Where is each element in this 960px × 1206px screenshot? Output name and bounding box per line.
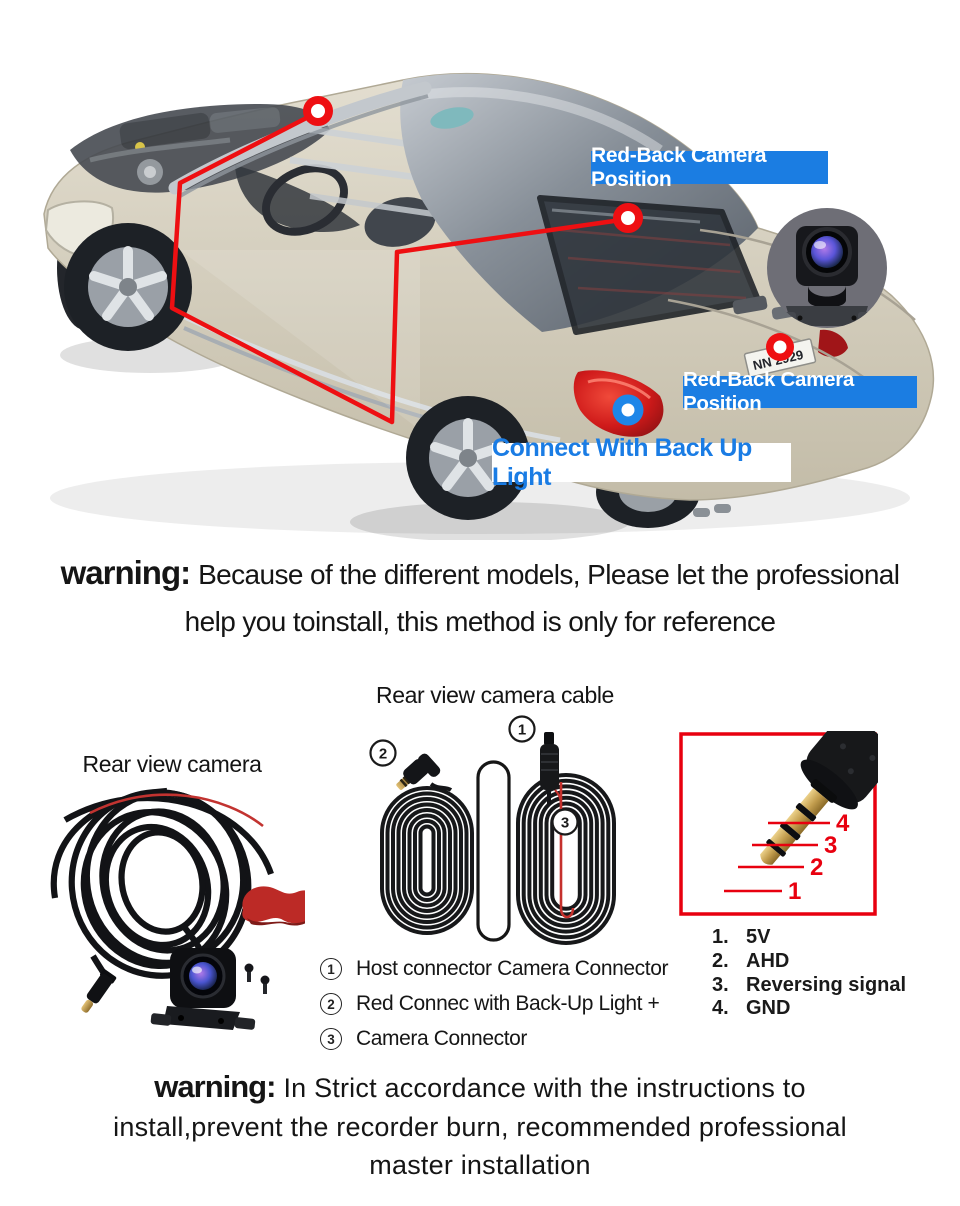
pin-legend-label: GND [746,997,791,1020]
pin-number-3: 3 [824,832,837,859]
cable-callout-list: 1 Host connector Camera Connector 2 Red … [320,957,668,1062]
pin-number-1: 1 [788,878,801,905]
callout-item: 2 Red Connec with Back-Up Light + [320,992,668,1016]
red-route-line [169,109,631,425]
pin-legend-num: 2. [712,949,729,972]
warning-bottom-line3: master installation [369,1150,591,1180]
svg-text:2: 2 [379,746,387,763]
left-cable-coil [380,786,474,935]
red-wire-in-coil [559,782,575,919]
camera-cable-diagram: 2 1 3 [335,712,665,957]
exhaust-2 [714,504,731,513]
mark-3: 3 [551,808,579,836]
marker-front-camera [303,96,333,126]
marker-trunk [766,333,794,361]
svg-text:3: 3 [561,815,569,832]
car-illustration-section: NN 2929 [0,0,960,542]
camera-inset [767,208,887,328]
jack-pinout-box: 4 3 2 1 [678,715,895,919]
callout-text: Red Connec with Back-Up Light + [356,992,660,1015]
pin-legend-label: AHD [746,949,790,972]
host-jack-plug [396,753,441,790]
pin-legend-label: 5V [746,926,771,948]
callout-circle-3: 3 [320,1028,342,1050]
camera-cable-title: Rear view camera cable [376,682,614,708]
right-cable-coil [516,773,616,945]
marker-rear-window [613,203,643,233]
pin-numbers: 4 3 2 1 [788,810,850,905]
pinout-graphic: 4 3 2 1 [679,715,895,916]
thin-cable-loop [476,760,511,942]
rear-camera-position-label: Red-Back Camera Position [683,368,917,415]
rear-wheel [406,396,530,520]
pin-number-4: 4 [836,810,850,837]
warning-bottom-line1: warning:In Strict accordance with the in… [0,1068,960,1108]
camera-unit [150,948,256,1030]
camera-connector [540,732,563,805]
callout-text: Host connector Camera Connector [356,957,669,980]
svg-text:1: 1 [518,722,526,739]
warning-text: Because of the different models, Please … [198,559,900,590]
cable-diagram-graphic: 2 1 3 [369,715,616,945]
mark-2: 2 [369,739,397,767]
callout-item: 3 Camera Connector [320,1027,668,1051]
warning-prefix: warning: [60,554,191,591]
pin-callout-lines [724,821,830,893]
plug-cable [429,782,453,792]
pin-legend-num: 1. [712,926,729,948]
warning-middle-line2: help you toinstall, this method is only … [184,606,776,637]
front-wheel [64,223,192,351]
warning-bottom: warning:In Strict accordance with the in… [0,1068,960,1185]
jack-plug-photo [81,969,117,1013]
adhesive-pad [242,886,317,926]
pin-legend: 1. 5V 2. AHD 3. Reversing signal 4. GND [712,926,906,1021]
taillight-right [818,329,848,357]
pin-legend-row: 3. Reversing signal [712,974,906,998]
trrs-jack [760,715,895,865]
warning-middle-line1: warning:Because of the different models,… [0,549,960,598]
backup-light-label: Connect With Back Up Light [492,434,791,491]
warning-middle: warning:Because of the different models,… [0,549,960,645]
rear-view-camera-title: Rear view camera [82,751,262,777]
marker-backup-light [612,394,644,426]
warning-prefix: warning: [154,1069,276,1104]
pin-legend-num: 4. [712,997,729,1020]
pin-legend-row: 1. 5V [712,926,906,950]
pin-number-2: 2 [810,854,823,881]
warning-bottom-line2: install,prevent the recorder burn, recom… [113,1111,847,1142]
screws [244,963,270,994]
pin-legend-num: 3. [712,973,729,996]
pin-legend-row: 2. AHD [712,950,906,974]
mark-1: 1 [508,715,536,743]
front-camera-position-label: Red-Back Camera Position [591,144,828,191]
engine-bay [70,104,330,193]
exhaust [693,508,710,517]
car-cutaway-graphic: NN 2929 [43,72,935,542]
callout-circle-1: 1 [320,958,342,980]
pin-legend-label: Reversing signal [746,973,907,996]
callout-text: Camera Connector [356,1027,528,1050]
camera-product-graphic [50,787,317,1030]
red-wire [89,793,264,828]
pin-legend-row: 4. GND [712,997,906,1021]
rear-view-camera-photo [35,778,317,1030]
callout-item: 1 Host connector Camera Connector [320,957,668,981]
callout-circle-2: 2 [320,993,342,1015]
warning-text: In Strict accordance with the instructio… [283,1073,806,1103]
